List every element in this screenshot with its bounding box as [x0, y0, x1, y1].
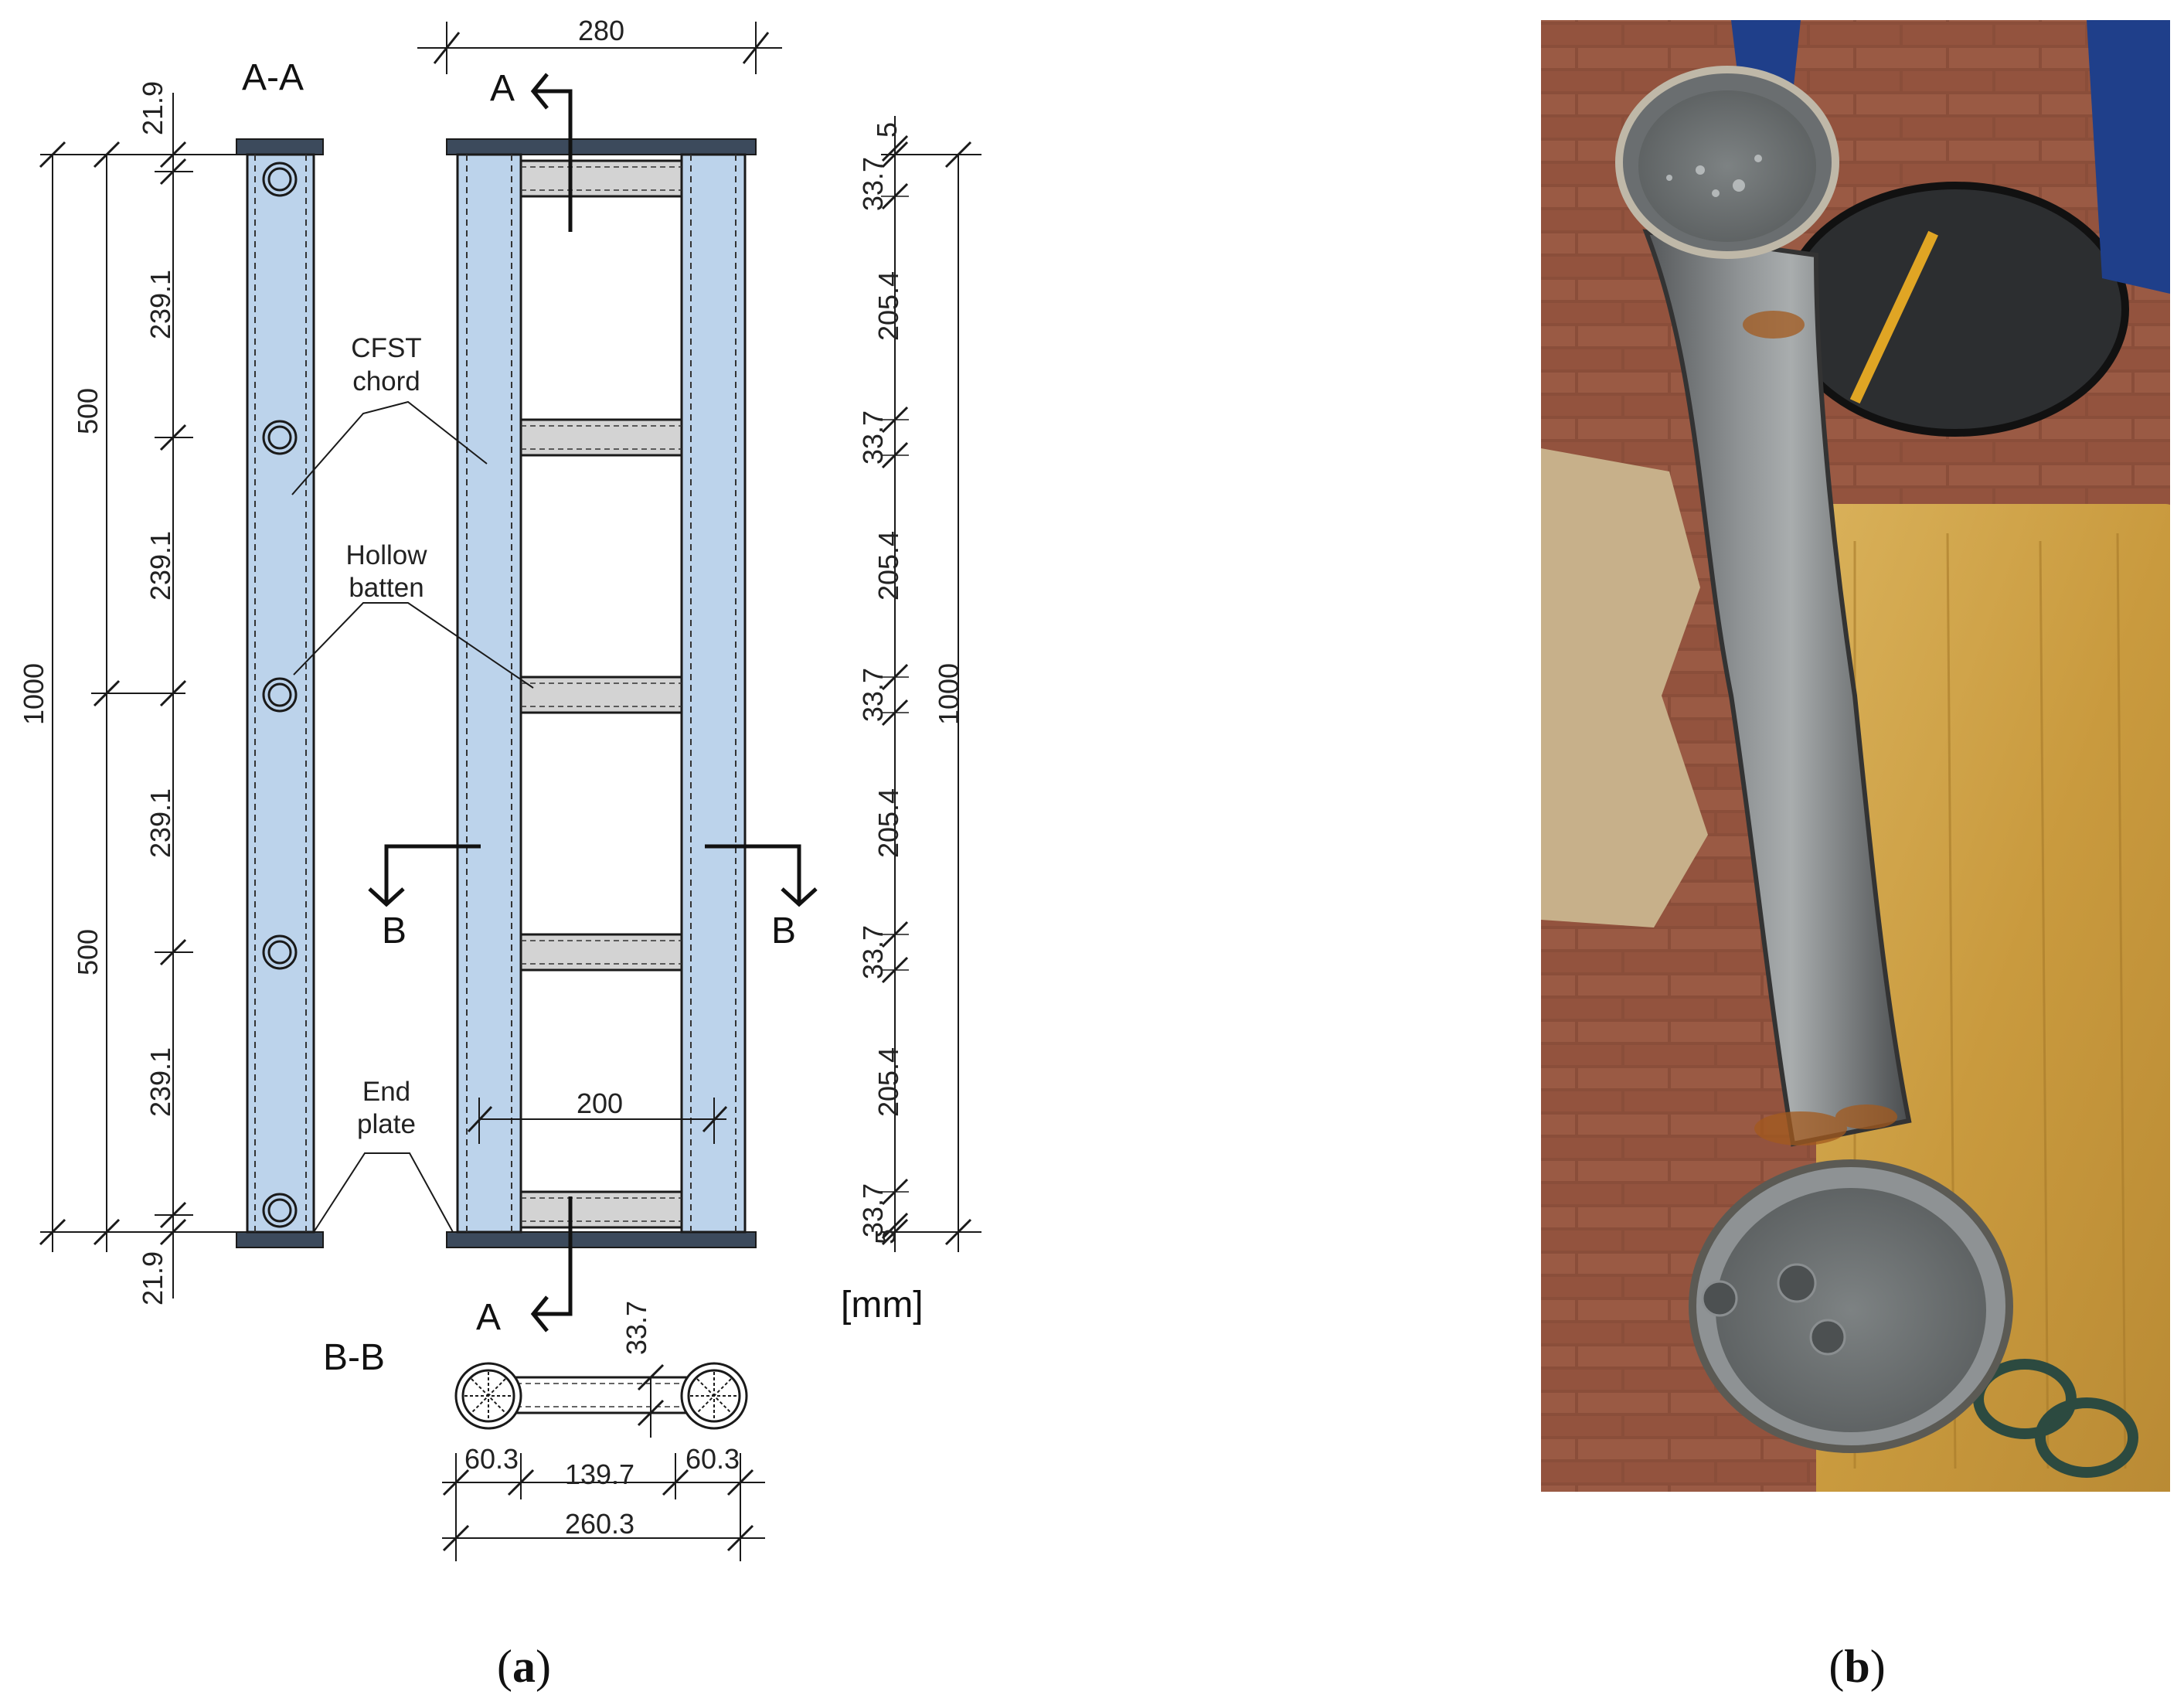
section-b-left-label: B [382, 910, 407, 951]
dim-inner-width [467, 1098, 728, 1144]
dim-bb-gap: 139.7 [565, 1458, 634, 1490]
label-plate-line1: End [362, 1077, 410, 1107]
batten-circles [262, 162, 298, 1228]
dim-bb-batten: 33.7 [621, 1301, 652, 1355]
chord-right [680, 153, 747, 1234]
dim-right-gap-1: 205.4 [873, 271, 904, 341]
dim-right-gap-4: 205.4 [873, 1047, 904, 1117]
dim-bb-chord-left: 60.3 [464, 1443, 519, 1475]
label-plate-line2: plate [357, 1109, 416, 1139]
dim-right-batten-1: 33.7 [857, 157, 889, 211]
section-cut-markers [368, 73, 818, 1333]
dim-left-plate-top: 21.9 [137, 81, 168, 135]
chord-left [456, 153, 522, 1234]
label-cfst-line2: chord [352, 366, 420, 397]
dim-left-spacing-2: 239.1 [145, 531, 176, 601]
dim-right-top: 5 [871, 122, 903, 138]
units-label: [mm] [841, 1285, 924, 1326]
dim-left-half-bottom: 500 [72, 929, 104, 975]
dim-left-spacing-1: 239.1 [145, 270, 176, 339]
dim-left-half-top: 500 [72, 388, 104, 434]
dim-left-spacing-3: 239.1 [145, 788, 176, 858]
dim-bb-total: 260.3 [565, 1508, 634, 1540]
dim-top-width [417, 22, 782, 74]
dim-left-plate-bottom: 21.9 [137, 1251, 168, 1305]
dim-inner-width-label: 200 [577, 1087, 623, 1119]
dim-left-spacing-4: 239.1 [145, 1047, 176, 1117]
dim-right-batten-3: 33.7 [857, 668, 889, 722]
caption-b: (b) [1829, 1641, 1885, 1692]
section-a-bottom-label: A [476, 1297, 501, 1338]
dim-right-batten-4: 33.7 [857, 925, 889, 979]
section-aa-column [236, 138, 324, 1248]
end-plate-bottom-left [236, 1231, 324, 1248]
label-cfst-line1: CFST [351, 333, 421, 363]
caption-a: (a) [497, 1641, 551, 1692]
dim-right-batten-2: 33.7 [857, 410, 889, 465]
panel-a-drawing: A A B B A-A 280 200 [18, 15, 981, 1692]
end-plate-bottom [446, 1231, 757, 1248]
label-batten-line2: batten [349, 573, 424, 603]
label-batten-line1: Hollow [345, 540, 427, 570]
section-bb-title: B-B [323, 1337, 385, 1378]
dim-left-overall: 1000 [18, 663, 49, 725]
dim-right-gap-2: 205.4 [873, 531, 904, 601]
dim-right-bottom: 5 [869, 1229, 901, 1244]
dim-right-overall: 1000 [933, 663, 964, 725]
dim-top-width-label: 280 [578, 15, 624, 46]
end-plate-top [446, 138, 757, 155]
bucket [1781, 182, 2129, 437]
elevation-frame [446, 138, 757, 1248]
section-b-right-label: B [771, 910, 796, 951]
panel-b-photo: (b) [1541, 20, 2170, 1692]
dim-right-chains [881, 116, 981, 1252]
dim-right-gap-3: 205.4 [873, 788, 904, 858]
dim-bb-chord-right: 60.3 [685, 1443, 740, 1475]
dim-right-batten-5: 33.7 [857, 1183, 889, 1237]
section-bb-drawing [454, 1362, 748, 1430]
battens [519, 159, 683, 1229]
leader-lines [291, 400, 534, 1233]
dim-bb [442, 1363, 765, 1561]
chord-side-view [246, 153, 315, 1234]
section-a-top-label: A [490, 68, 515, 109]
end-plate-top-left [236, 138, 324, 155]
section-aa-title: A-A [242, 57, 304, 98]
dim-left-chains [39, 93, 240, 1298]
paper [1541, 448, 1708, 927]
